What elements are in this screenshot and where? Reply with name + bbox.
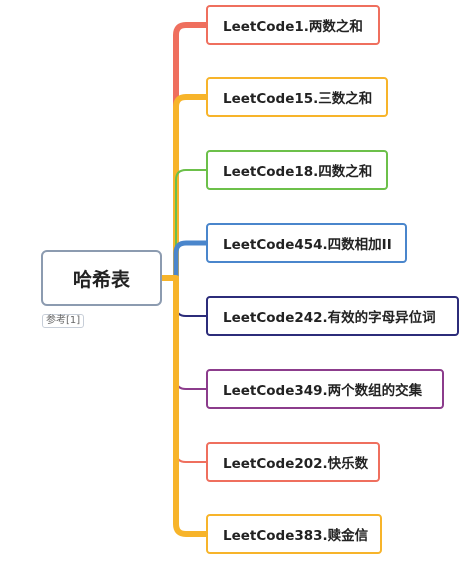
root-node-label: 哈希表: [72, 268, 130, 291]
child-node-label: LeetCode202.快乐数: [223, 456, 369, 472]
child-node-label: LeetCode242.有效的字母异位词: [223, 310, 436, 326]
child-node-label: LeetCode1.两数之和: [223, 19, 363, 35]
child-node-label: LeetCode383.赎金信: [223, 528, 369, 544]
connector-line-1: [173, 22, 209, 281]
child-node-4[interactable]: LeetCode454.四数相加II: [206, 223, 407, 263]
connector-line-8: [173, 275, 209, 537]
child-node-label: LeetCode15.三数之和: [223, 91, 373, 107]
connector-line-3: [175, 169, 207, 279]
reference-badge-label: 参考[1]: [46, 315, 81, 326]
reference-badge[interactable]: 参考[1]: [42, 314, 85, 328]
connector-line-4: [173, 240, 209, 281]
connector-line-2: [173, 94, 209, 281]
child-node-label: LeetCode454.四数相加II: [223, 237, 392, 253]
root-node-hash-table[interactable]: 哈希表: [41, 250, 162, 306]
child-node-label: LeetCode18.四数之和: [223, 164, 373, 180]
child-node-2[interactable]: LeetCode15.三数之和: [206, 77, 388, 117]
child-node-3[interactable]: LeetCode18.四数之和: [206, 150, 388, 190]
child-node-5[interactable]: LeetCode242.有效的字母异位词: [206, 296, 459, 336]
connector-line-6: [175, 277, 207, 390]
child-node-6[interactable]: LeetCode349.两个数组的交集: [206, 369, 444, 409]
connector-line-5: [175, 277, 207, 317]
connector-line-7: [175, 277, 207, 463]
child-node-1[interactable]: LeetCode1.两数之和: [206, 5, 380, 45]
child-node-8[interactable]: LeetCode383.赎金信: [206, 514, 382, 554]
child-node-7[interactable]: LeetCode202.快乐数: [206, 442, 380, 482]
child-node-label: LeetCode349.两个数组的交集: [223, 383, 423, 399]
